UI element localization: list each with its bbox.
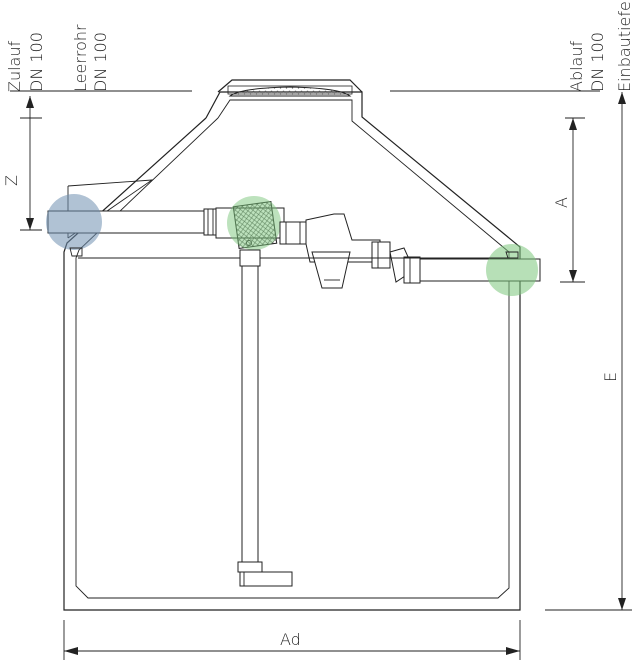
label-dim-e: E bbox=[601, 372, 620, 382]
label-ablauf: Ablauf bbox=[567, 41, 586, 92]
label-leerrohr: Leerrohr bbox=[71, 24, 90, 92]
suction-pipe bbox=[237, 249, 293, 587]
label-dim-ad: Ad bbox=[280, 630, 301, 649]
inlet-bracket bbox=[69, 247, 83, 257]
label-dim-a: A bbox=[552, 197, 571, 208]
manhole-cover bbox=[227, 85, 353, 97]
outlet-highlight-circle bbox=[486, 244, 538, 296]
label-zulauf-dn: DN 100 bbox=[27, 32, 46, 92]
outlet-bracket bbox=[505, 251, 519, 259]
label-einbautiefe: Einbautiefe bbox=[615, 1, 634, 92]
inlet-highlight-circle bbox=[46, 194, 102, 250]
label-ablauf-dn: DN 100 bbox=[588, 32, 607, 92]
label-dim-z: Z bbox=[2, 175, 21, 186]
filter-highlight-circle bbox=[227, 196, 281, 250]
dimension-lines bbox=[20, 92, 632, 660]
overflow-siphon bbox=[305, 213, 381, 289]
label-zulauf: Zulauf bbox=[5, 41, 24, 92]
connector-pipe bbox=[279, 221, 307, 245]
tank-body bbox=[63, 79, 521, 611]
label-leerrohr-dn: DN 100 bbox=[91, 32, 110, 92]
